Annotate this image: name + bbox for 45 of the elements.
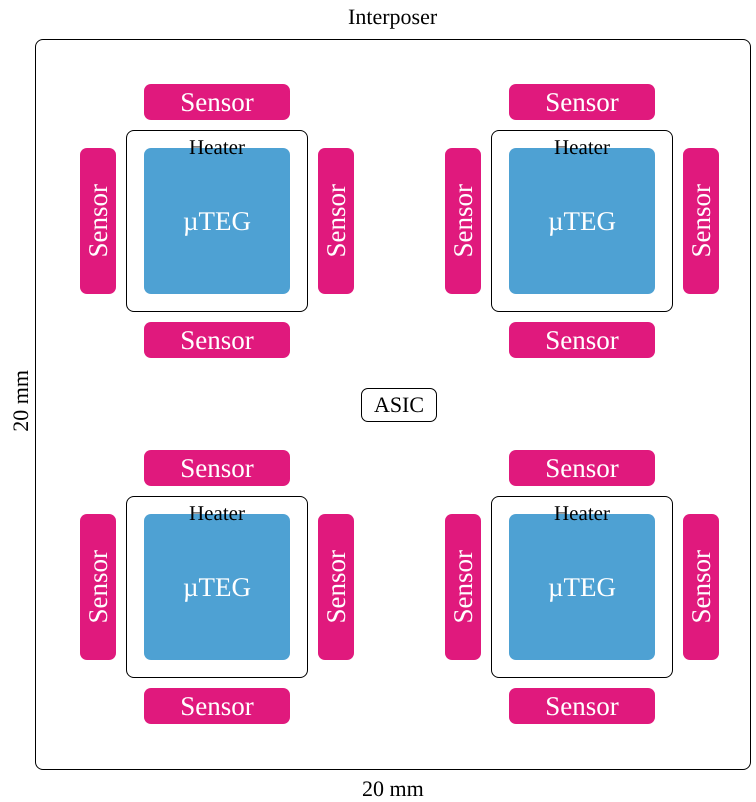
chip-label: µTEG — [548, 206, 616, 236]
sensor-pad — [683, 514, 719, 660]
sensor-pad — [509, 84, 655, 120]
sensor-pad — [509, 688, 655, 724]
sensor-pad — [509, 322, 655, 358]
sensor-label: Sensor — [82, 550, 114, 624]
sensor-pad — [80, 148, 116, 294]
sensor-pad — [445, 514, 481, 660]
board-title: Interposer — [348, 4, 438, 30]
chip-label: µTEG — [182, 206, 252, 236]
dimension-label: 20 mm — [362, 776, 424, 802]
sensor-label: Sensor — [320, 184, 352, 258]
sensor-label: Sensor — [180, 452, 254, 484]
sensor-label: Sensor — [180, 690, 254, 722]
sensor-pad — [144, 688, 290, 724]
sensor-label: Sensor — [180, 86, 254, 118]
sensor-label: Sensor — [545, 690, 619, 722]
dimension-label: 20 mm — [8, 370, 34, 432]
sensor-pad — [80, 514, 116, 660]
sensor-pad — [445, 148, 481, 294]
sensor-pad — [144, 450, 290, 486]
sensor-label: Sensor — [320, 550, 352, 624]
sensor-pad — [509, 450, 655, 486]
sensor-pad — [144, 84, 290, 120]
heater-frame — [491, 496, 673, 678]
sensor-pad — [318, 148, 354, 294]
sensor-label: Sensor — [545, 324, 619, 356]
sensor-label: Sensor — [545, 452, 619, 484]
chip-label: ASIC — [374, 392, 424, 418]
chip-label: µTEG — [182, 572, 252, 602]
asic-chip — [361, 388, 437, 422]
sensor-pad — [144, 322, 290, 358]
sensor-label: Sensor — [180, 324, 254, 356]
sensor-label: Sensor — [448, 184, 478, 258]
chip-label: µTEG — [548, 572, 616, 602]
sensor-label: Sensor — [545, 86, 619, 118]
sensor-label: Sensor — [686, 550, 716, 624]
sensor-label: Sensor — [82, 184, 114, 258]
heater-frame — [126, 130, 308, 312]
heater-frame — [126, 496, 308, 678]
sensor-label: Sensor — [686, 184, 716, 258]
sensor-pad — [318, 514, 354, 660]
sensor-pad — [683, 148, 719, 294]
sensor-label: Sensor — [448, 550, 478, 624]
heater-frame — [491, 130, 673, 312]
